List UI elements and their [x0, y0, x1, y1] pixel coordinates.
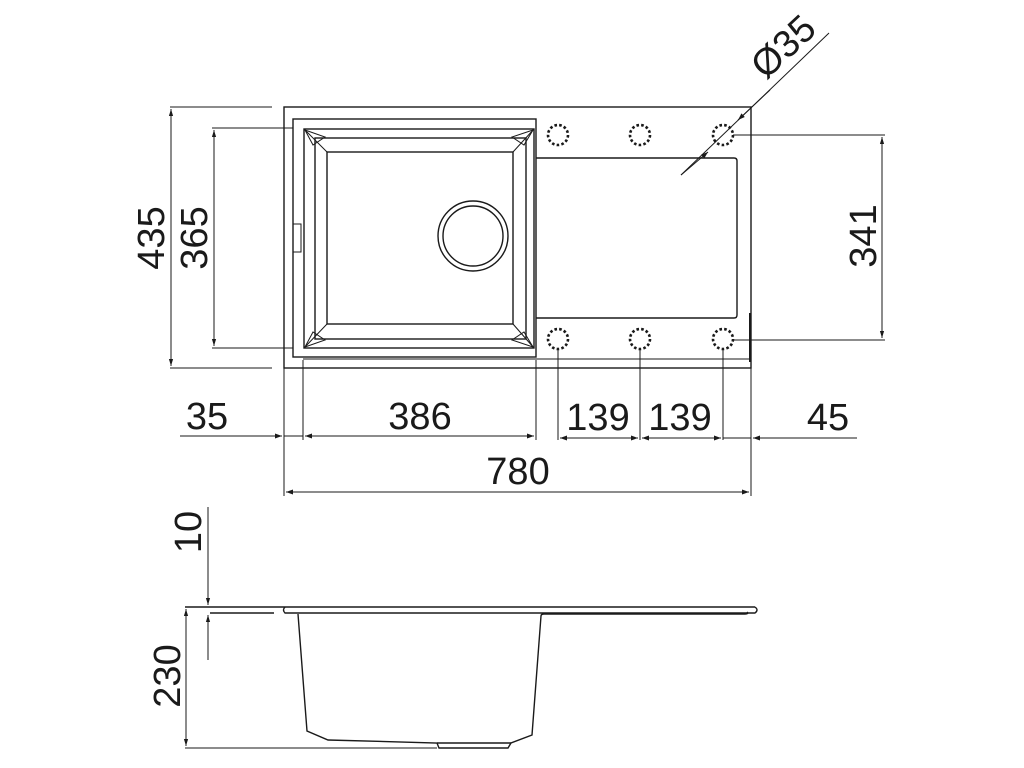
dim-35: 35 — [186, 396, 228, 438]
dim-341: 341 — [843, 204, 885, 267]
tap-hole-icon — [546, 327, 570, 351]
dim-10: 10 — [168, 511, 210, 553]
dim-45: 45 — [807, 397, 849, 439]
dimension-rim-thickness: 10 — [168, 507, 211, 660]
drainer-area — [536, 157, 738, 319]
dimension-bowl-depth: 365 — [174, 127, 293, 349]
tap-hole-icon — [628, 327, 652, 351]
tap-hole-icon — [546, 123, 570, 147]
dimension-overall-width: 780 — [286, 451, 749, 495]
dim-780: 780 — [486, 451, 549, 493]
dim-386: 386 — [388, 396, 451, 438]
tap-hole-icon — [711, 327, 735, 351]
dimension-bowl-height: 230 — [147, 609, 437, 749]
dim-365: 365 — [174, 206, 216, 269]
dim-139-b: 139 — [648, 397, 711, 439]
dimension-overall-depth: 435 — [131, 106, 272, 369]
dimension-right-offset: 45 — [723, 397, 857, 441]
overflow-slot — [292, 223, 302, 253]
drain-hole — [437, 200, 509, 272]
dim-139-a: 139 — [566, 397, 629, 439]
bowl-profile — [297, 613, 542, 749]
bowl — [292, 118, 537, 358]
dimension-tap-row-spacing: 341 — [733, 134, 885, 341]
tap-hole-icon — [628, 123, 652, 147]
dim-435: 435 — [131, 206, 173, 269]
top-view: 435 365 341 Ø35 — [131, 7, 885, 496]
dimension-bowl-width: 386 — [305, 396, 534, 439]
sink-outline — [283, 106, 752, 369]
dim-phi35: Ø35 — [743, 7, 824, 87]
dimension-tap-spacing-1: 139 — [560, 397, 638, 441]
side-view: 10 230 — [147, 507, 758, 749]
dimension-tap-hole-diameter: Ø35 — [680, 7, 830, 176]
dimension-left-offset: 35 — [180, 396, 303, 439]
dimension-tap-spacing-2: 139 — [642, 397, 721, 441]
dim-230: 230 — [147, 644, 189, 707]
